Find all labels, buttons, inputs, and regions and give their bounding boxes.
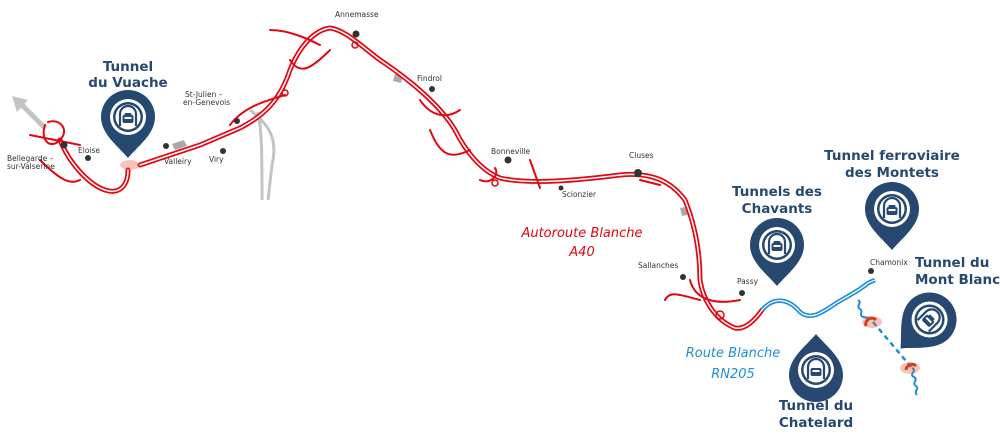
svg-text:des Montets: des Montets (845, 165, 939, 181)
svg-text:Eloise: Eloise (78, 146, 100, 155)
city-findrol: Findrol (417, 74, 442, 92)
autoroute-a40-line (29, 25, 765, 331)
tunnel-car-icon (99, 88, 157, 160)
svg-text:Scionzier: Scionzier (562, 190, 597, 199)
svg-text:Passy: Passy (737, 277, 759, 286)
svg-text:du Vuache: du Vuache (88, 75, 167, 91)
svg-text:Autoroute Blanche: Autoroute Blanche (520, 226, 642, 241)
svg-text:Tunnel du: Tunnel du (915, 255, 989, 271)
tunnel-montets[interactable]: Tunnel ferroviaire des Montets (824, 148, 960, 252)
city-bellegarde: Bellegarde –sur-Valserine (7, 141, 68, 171)
city-viry: Viry (209, 148, 226, 164)
city-sallanches: Sallanches (638, 261, 686, 280)
svg-text:Tunnels des: Tunnels des (732, 184, 822, 200)
route-blanche-rn205-line (760, 277, 919, 396)
grey-road-geneva (249, 108, 276, 201)
svg-text:Sallanches: Sallanches (638, 261, 678, 270)
city-bonneville: Bonneville (491, 147, 531, 164)
tunnel-chatelard[interactable]: Tunnel du Chatelard (779, 334, 853, 431)
city-st-julien: St-Julien –en-Genevois (183, 90, 240, 124)
svg-text:Annemasse: Annemasse (335, 10, 379, 19)
tunnel-car-icon (880, 280, 969, 369)
svg-text:RN205: RN205 (711, 367, 755, 382)
tunnel-car-icon (748, 216, 806, 288)
city-chamonix: Chamonix (868, 258, 908, 274)
svg-text:Mont Blanc: Mont Blanc (915, 272, 1000, 288)
route-blanche-label: Route Blanche RN205 (686, 346, 781, 382)
tunnel-car-icon (863, 180, 921, 252)
grey-road-west-arrow (12, 96, 47, 130)
tunnel-chavants[interactable]: Tunnels des Chavants (732, 184, 822, 288)
svg-text:Chatelard: Chatelard (779, 415, 853, 431)
city-valleiry: Valleiry (163, 143, 192, 166)
svg-text:Bellegarde –: Bellegarde – (7, 154, 54, 163)
svg-text:Route Blanche: Route Blanche (686, 346, 781, 361)
svg-text:en-Genevois: en-Genevois (183, 98, 230, 107)
svg-text:Findrol: Findrol (417, 74, 442, 83)
svg-text:St-Julien –: St-Julien – (185, 90, 223, 99)
svg-text:Bonneville: Bonneville (491, 147, 531, 156)
city-annemasse: Annemasse (335, 10, 379, 38)
svg-text:Chavants: Chavants (742, 201, 813, 217)
svg-text:Viry: Viry (209, 155, 224, 164)
city-cluses: Cluses (629, 151, 654, 177)
autoroute-label: Autoroute Blanche A40 (520, 226, 642, 260)
svg-text:Tunnel du: Tunnel du (779, 398, 853, 414)
svg-text:Valleiry: Valleiry (164, 157, 192, 166)
city-scionzier: Scionzier (558, 185, 597, 199)
city-passy: Passy (737, 277, 759, 296)
svg-text:Cluses: Cluses (629, 151, 654, 160)
svg-text:Tunnel: Tunnel (103, 59, 153, 75)
svg-text:Chamonix: Chamonix (870, 258, 908, 267)
svg-text:Tunnel ferroviaire: Tunnel ferroviaire (824, 148, 960, 164)
tunnel-vuache[interactable]: Tunnel du Vuache (88, 59, 168, 160)
tunnel-portal-markers (120, 160, 920, 374)
svg-text:sur-Valserine: sur-Valserine (7, 162, 55, 171)
tunnel-mont-blanc[interactable]: Tunnel du Mont Blanc (880, 255, 1000, 369)
svg-text:A40: A40 (568, 245, 594, 260)
toll-markers (172, 74, 692, 216)
city-eloise: Eloise (78, 146, 100, 161)
